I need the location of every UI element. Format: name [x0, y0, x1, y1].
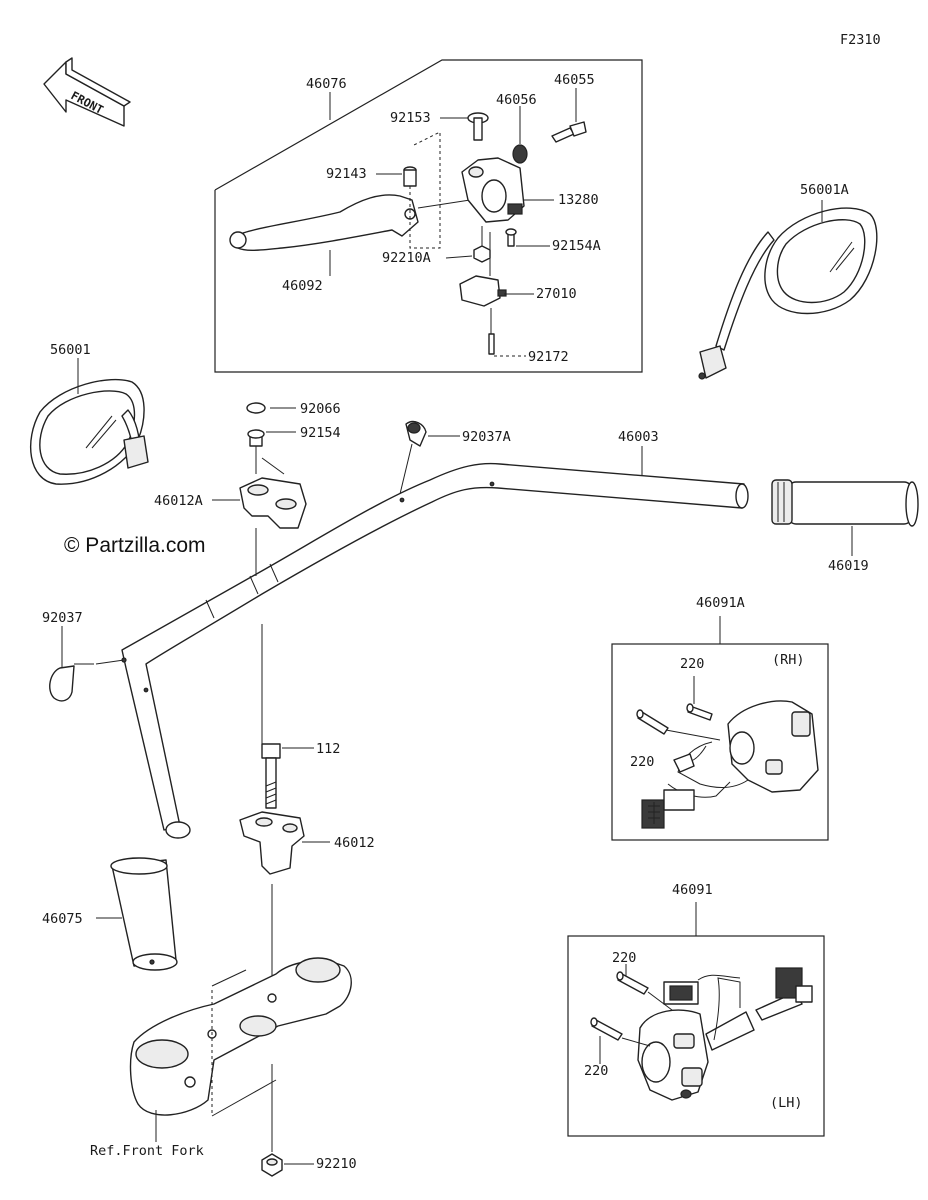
- right-grip: [771, 479, 919, 527]
- leader-lines: [61, 88, 853, 1165]
- part-labels: 46076 46055 92153 46056 92143 13280 9215…: [42, 72, 869, 1172]
- left-switch-housing: [637, 967, 813, 1101]
- label-lh-220-lower: 220: [584, 1063, 608, 1079]
- label-rh: (RH): [772, 652, 805, 668]
- clamp-bolt-upper: [247, 429, 265, 447]
- label-92172: 92172: [528, 349, 569, 365]
- upper-handlebar-holder: [239, 477, 307, 529]
- right-switch-housing-box: [611, 616, 829, 841]
- switch-screw: [488, 333, 495, 355]
- ref-front-fork-label: Ref.Front Fork: [90, 1143, 204, 1159]
- label-46092: 46092: [282, 278, 323, 294]
- label-92143: 92143: [326, 166, 367, 182]
- right-switch-screw-b: [636, 709, 669, 735]
- label-92210a: 92210A: [382, 250, 431, 266]
- front-direction-arrow: FRONT: [43, 57, 131, 127]
- pivot-bolt: [467, 112, 489, 141]
- label-92037: 92037: [42, 610, 83, 626]
- lever-collar: [403, 166, 417, 187]
- label-46056: 46056: [496, 92, 537, 108]
- label-92037a: 92037A: [462, 429, 511, 445]
- label-56001a: 56001A: [800, 182, 849, 198]
- label-46019: 46019: [828, 558, 869, 574]
- label-46003: 46003: [618, 429, 659, 445]
- lock-nut: [473, 245, 491, 263]
- figure-code: F2310: [840, 32, 881, 48]
- label-92210: 92210: [316, 1156, 357, 1172]
- right-mirror: [698, 207, 878, 380]
- right-switch-housing: [641, 700, 819, 829]
- label-46012: 46012: [334, 835, 375, 851]
- lower-handlebar-holder: [239, 811, 305, 875]
- washer: [512, 144, 528, 164]
- cable-clamp: [49, 663, 94, 702]
- label-46091: 46091: [672, 882, 713, 898]
- cable-clamp-a: [405, 420, 427, 447]
- label-lh-220-upper: 220: [612, 950, 636, 966]
- label-92153: 92153: [390, 110, 431, 126]
- label-92154: 92154: [300, 425, 341, 441]
- label-46091a: 46091A: [696, 595, 745, 611]
- handlebar: [121, 462, 749, 839]
- clutch-switch: [459, 275, 507, 307]
- label-112: 112: [316, 741, 340, 757]
- right-switch-screw-a: [686, 703, 713, 721]
- steering-stem-head: [129, 957, 352, 1117]
- label-46075: 46075: [42, 911, 83, 927]
- label-46055: 46055: [554, 72, 595, 88]
- label-rh-220-upper: 220: [680, 656, 704, 672]
- label-46012a: 46012A: [154, 493, 203, 509]
- clutch-lever-assembly-box: [214, 59, 643, 373]
- left-switch-screw-b: [590, 1017, 623, 1041]
- label-92066: 92066: [300, 401, 341, 417]
- handlebar-holder-bolt: [261, 743, 281, 809]
- left-grip: [110, 857, 178, 971]
- watermark: © Partzilla.com: [64, 534, 206, 557]
- clutch-lever-holder: [461, 157, 525, 223]
- label-46076: 46076: [306, 76, 347, 92]
- label-92154a: 92154A: [552, 238, 601, 254]
- label-13280: 13280: [558, 192, 599, 208]
- label-lh: (LH): [770, 1095, 803, 1111]
- stem-head-nut: [261, 1153, 283, 1177]
- left-mirror: [29, 378, 149, 485]
- clutch-lever: [229, 194, 471, 251]
- label-27010: 27010: [536, 286, 577, 302]
- label-56001: 56001: [50, 342, 91, 358]
- clamp-cap: [246, 402, 266, 414]
- label-rh-220-lower: 220: [630, 754, 654, 770]
- left-switch-screw-a: [616, 971, 649, 995]
- clamp-bolt: [551, 121, 587, 143]
- lever-pivot-dashed-line: [409, 131, 441, 249]
- left-switch-housing-box: [567, 902, 825, 1137]
- holder-screw: [505, 228, 517, 247]
